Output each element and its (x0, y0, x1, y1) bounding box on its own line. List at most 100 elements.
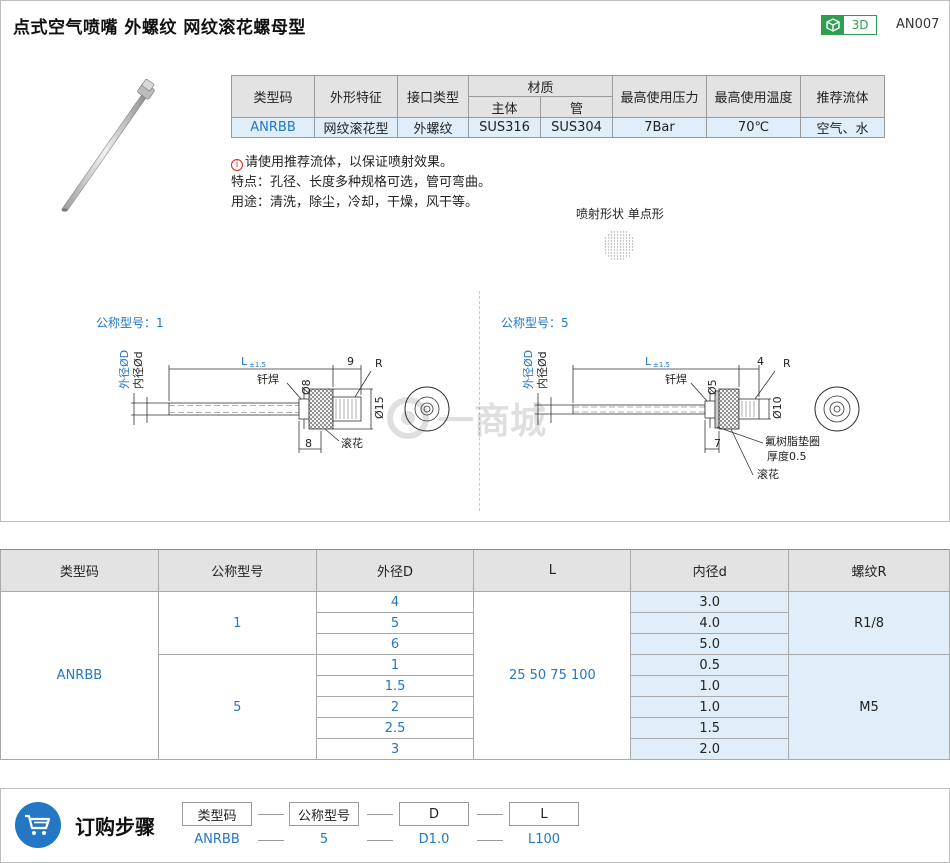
cube-icon (822, 16, 844, 34)
order-separator (258, 814, 284, 815)
drawing-right-label: 公称型号：5 (501, 316, 569, 330)
dims-inner-d: 2.0 (630, 738, 790, 760)
dims-outer-d[interactable]: 4 (315, 591, 475, 613)
order-field-nominal: 公称型号 (289, 802, 359, 826)
left-dim-d8: Ø8 (300, 379, 313, 395)
dims-thread-5: M5 (788, 654, 950, 760)
drawing-left-label: 公称型号：1 (96, 316, 164, 330)
dims-thread-1: R1/8 (788, 591, 950, 655)
spec-max-pressure: 7Bar (612, 117, 707, 138)
product-image (61, 78, 155, 212)
dims-type-code[interactable]: ANRBB (0, 591, 159, 760)
order-separator (477, 840, 503, 841)
th-shape: 外形特征 (314, 75, 398, 118)
dims-outer-d[interactable]: 3 (315, 738, 475, 760)
spec-max-temp: 70℃ (706, 117, 801, 138)
spec-fluid: 空气、水 (800, 117, 885, 138)
dims-inner-d: 1.0 (630, 675, 790, 697)
left-length-label: L (241, 355, 248, 368)
right-tol-label: ±1.5 (653, 361, 670, 369)
right-dim-4: 4 (757, 355, 764, 368)
left-knurl-label: 滚花 (341, 436, 363, 450)
dims-outer-d[interactable]: 2 (315, 696, 475, 718)
spray-shape-label: 喷射形状 单点形 (576, 207, 664, 221)
drawing-right: 外径ØD 内径Ød (522, 350, 860, 481)
spec-interface: 外螺纹 (397, 117, 469, 138)
spec-material-body: SUS316 (468, 117, 541, 138)
th-material-body: 主体 (468, 96, 541, 118)
left-outer-d-label: 外径ØD (118, 350, 131, 389)
th-max-pressure: 最高使用压力 (612, 75, 707, 118)
dims-outer-d[interactable]: 1.5 (315, 675, 475, 697)
table-row: 5 1 0.5 M5 (1, 654, 950, 760)
dims-outer-d[interactable]: 1 (315, 654, 475, 676)
dims-th-outer-d: 外径D (315, 549, 475, 592)
dims-l-values[interactable]: 25 50 75 100 (473, 591, 632, 760)
dims-th-nominal: 公称型号 (157, 549, 317, 592)
left-dim-9: 9 (347, 355, 354, 368)
left-dim-8: 8 (305, 437, 312, 450)
left-dim-r: R (375, 357, 383, 370)
dims-th-thread: 螺纹R (788, 549, 950, 592)
note-usage: 用途：清洗，除尘，冷却，干燥，风干等。 (231, 195, 479, 210)
th-type-code: 类型码 (231, 75, 315, 118)
right-length-label: L (645, 355, 652, 368)
right-knurl-label: 滚花 (757, 467, 779, 481)
svg-text:一商城: 一商城 (438, 401, 546, 442)
right-outer-d-label: 外径ØD (522, 350, 535, 389)
left-dim-d15: Ø15 (373, 396, 386, 419)
order-value-type-code[interactable]: ANRBB (194, 832, 240, 847)
right-dim-r: R (783, 357, 791, 370)
table-row: ANRBB 1 4 25 50 75 100 3.0 R1/8 (0, 591, 950, 760)
right-thickness-label: 厚度0.5 (767, 449, 807, 463)
th-fluid: 推荐流体 (800, 75, 885, 118)
dims-inner-d: 1.5 (630, 717, 790, 739)
drawing-divider (479, 291, 480, 511)
dimension-table: 类型码 公称型号 外径D L 内径d 螺纹R ANRBB 1 4 25 50 7… (0, 549, 950, 760)
dims-th-inner-d: 内径d (630, 549, 790, 592)
order-value-d[interactable]: D1.0 (418, 832, 450, 847)
table-row: 6 5.0 (1, 633, 950, 655)
order-field-l: L (509, 802, 579, 826)
dims-th-l: L (473, 549, 632, 592)
spec-type-code[interactable]: ANRBB (231, 117, 315, 138)
product-code: AN007 (896, 17, 940, 32)
dims-th-type-code: 类型码 (0, 549, 159, 592)
table-row: 2.5 1.5 (1, 717, 950, 739)
watermark-logo: 一商城 (387, 397, 546, 442)
th-max-temp: 最高使用温度 (706, 75, 801, 118)
dims-inner-d: 1.0 (630, 696, 790, 718)
product-panel: 点式空气喷嘴 外螺纹 网纹滚花螺母型 3D AN007 类型码 外形特征 (0, 0, 950, 522)
order-separator (367, 814, 393, 815)
order-value-nominal[interactable]: 5 (319, 832, 329, 847)
left-inner-d-label: 内径Ød (131, 351, 145, 389)
table-row: 3 2.0 (1, 738, 950, 760)
page-title: 点式空气喷嘴 外螺纹 网纹滚花螺母型 (13, 18, 306, 38)
dims-nominal-1[interactable]: 1 (157, 591, 317, 655)
dims-inner-d: 3.0 (630, 591, 790, 613)
right-weld-label: 钎焊 (665, 372, 687, 386)
dims-inner-d: 4.0 (630, 612, 790, 634)
spec-shape: 网纹滚花型 (314, 117, 398, 138)
dims-outer-d[interactable]: 5 (315, 612, 475, 634)
dims-outer-d[interactable]: 2.5 (315, 717, 475, 739)
cart-icon (15, 802, 61, 848)
right-gasket-label: 氟树脂垫圈 (765, 434, 820, 448)
dims-nominal-5[interactable]: 5 (157, 654, 317, 760)
dims-inner-d: 5.0 (630, 633, 790, 655)
order-separator (477, 814, 503, 815)
drawing-left: 外径ØD 内径Ød (118, 350, 450, 453)
right-dim-d10: Ø10 (771, 396, 784, 419)
spec-table: 类型码 外形特征 接口类型 材质 最高使用压力 最高使用温度 推荐流体 主体 管… (231, 75, 885, 138)
right-inner-d-label: 内径Ød (535, 351, 549, 389)
order-steps-panel: 订购步骤 类型码 ANRBB 公称型号 5 D D1.0 L L100 (0, 788, 950, 863)
order-value-l[interactable]: L100 (527, 832, 561, 847)
dims-outer-d[interactable]: 6 (315, 633, 475, 655)
order-separator (258, 840, 284, 841)
left-weld-label: 钎焊 (257, 372, 279, 386)
note-features: 特点：孔径、长度多种规格可选，管可弯曲。 (231, 175, 492, 190)
3d-view-button[interactable]: 3D (821, 15, 877, 35)
dims-inner-d: 0.5 (630, 654, 790, 676)
